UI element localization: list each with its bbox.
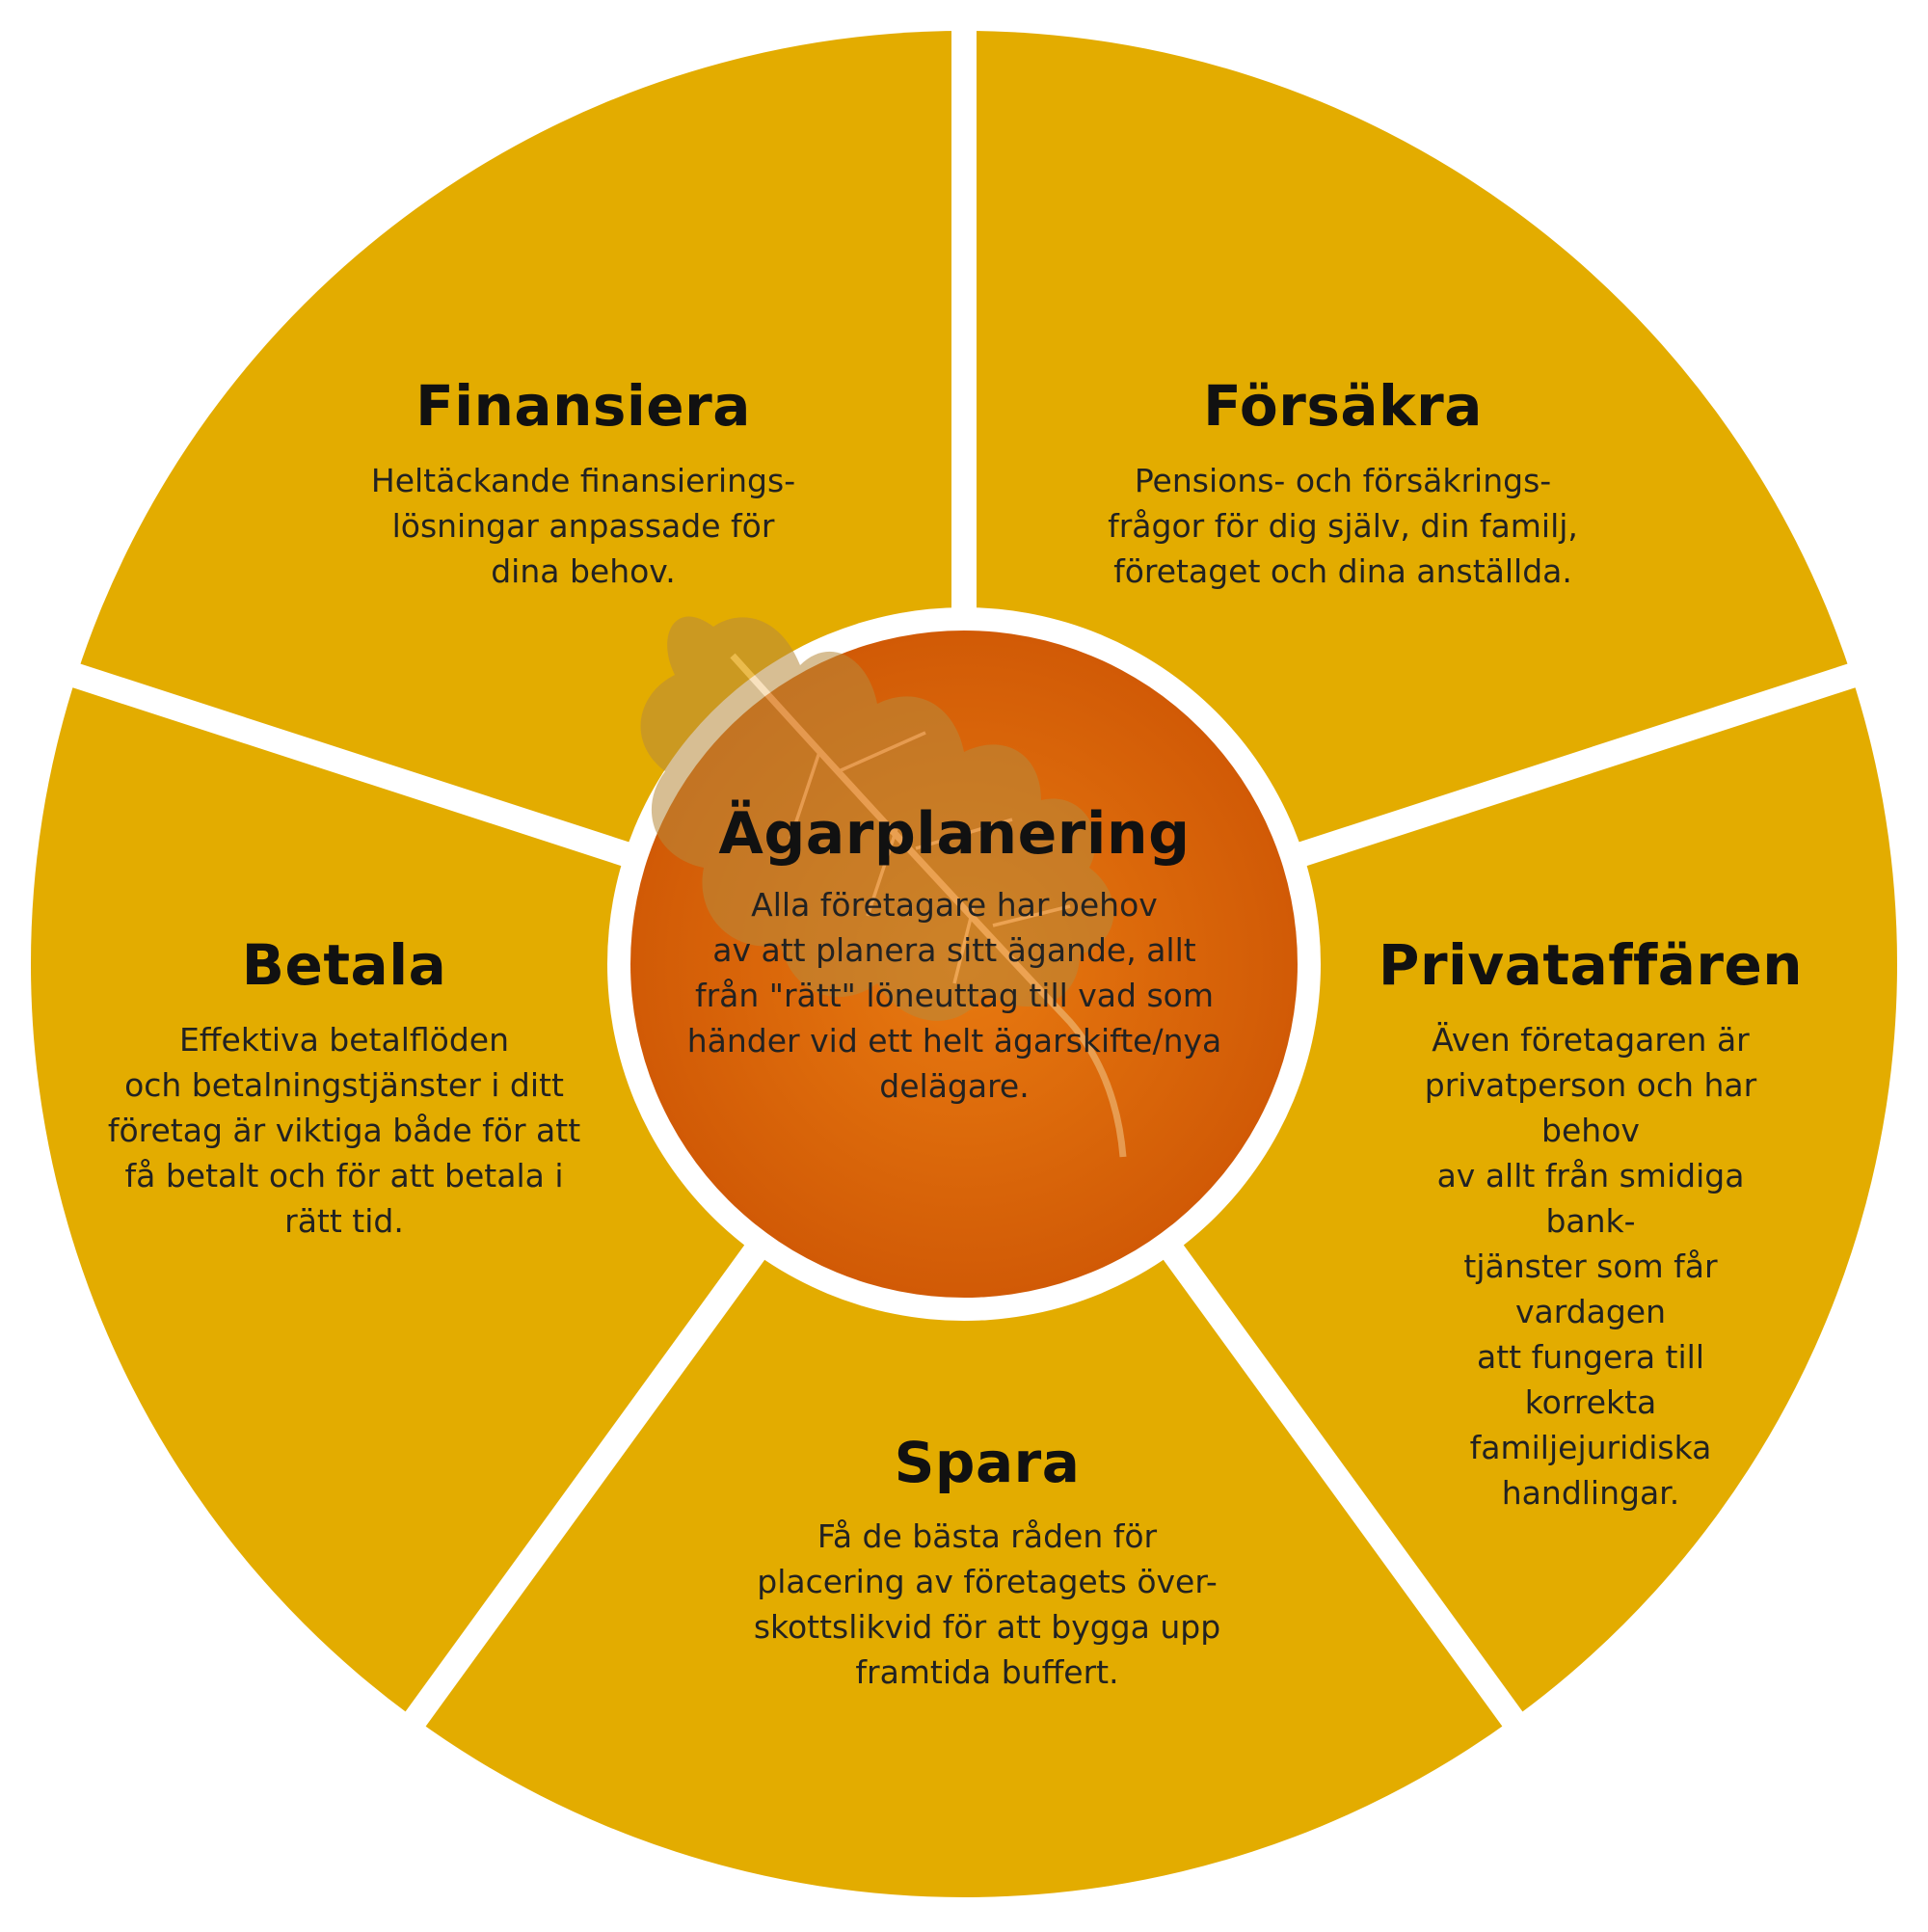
segment-spara <box>415 964 1513 1897</box>
segment-title-betala: Betala <box>241 932 447 998</box>
segment-title-finansiera: Finansiera <box>415 373 751 439</box>
center-title: Ägarplanering <box>718 800 1191 868</box>
segment-description-spara: Få de bästa råden för placering av föret… <box>753 1517 1221 1691</box>
segment-description-betala: Effektiva betalflöden och betalningstjän… <box>107 1021 581 1240</box>
segment-title-spara: Spara <box>894 1430 1081 1495</box>
segment-title-privataffaren: Privataffären <box>1378 932 1804 998</box>
center-description: Alla företagare har behov av att planera… <box>686 886 1222 1105</box>
oak-leaf-icon <box>640 616 1127 1158</box>
segment-description-forsakra: Pensions- och försäkrings- frågor för di… <box>1108 462 1578 590</box>
segment-title-forsakra: Försäkra <box>1203 373 1483 439</box>
segment-description-privataffaren: Även företagaren är privatperson och har… <box>1424 1021 1757 1512</box>
segment-description-finansiera: Heltäckande finansierings- lösningar anp… <box>370 462 796 590</box>
